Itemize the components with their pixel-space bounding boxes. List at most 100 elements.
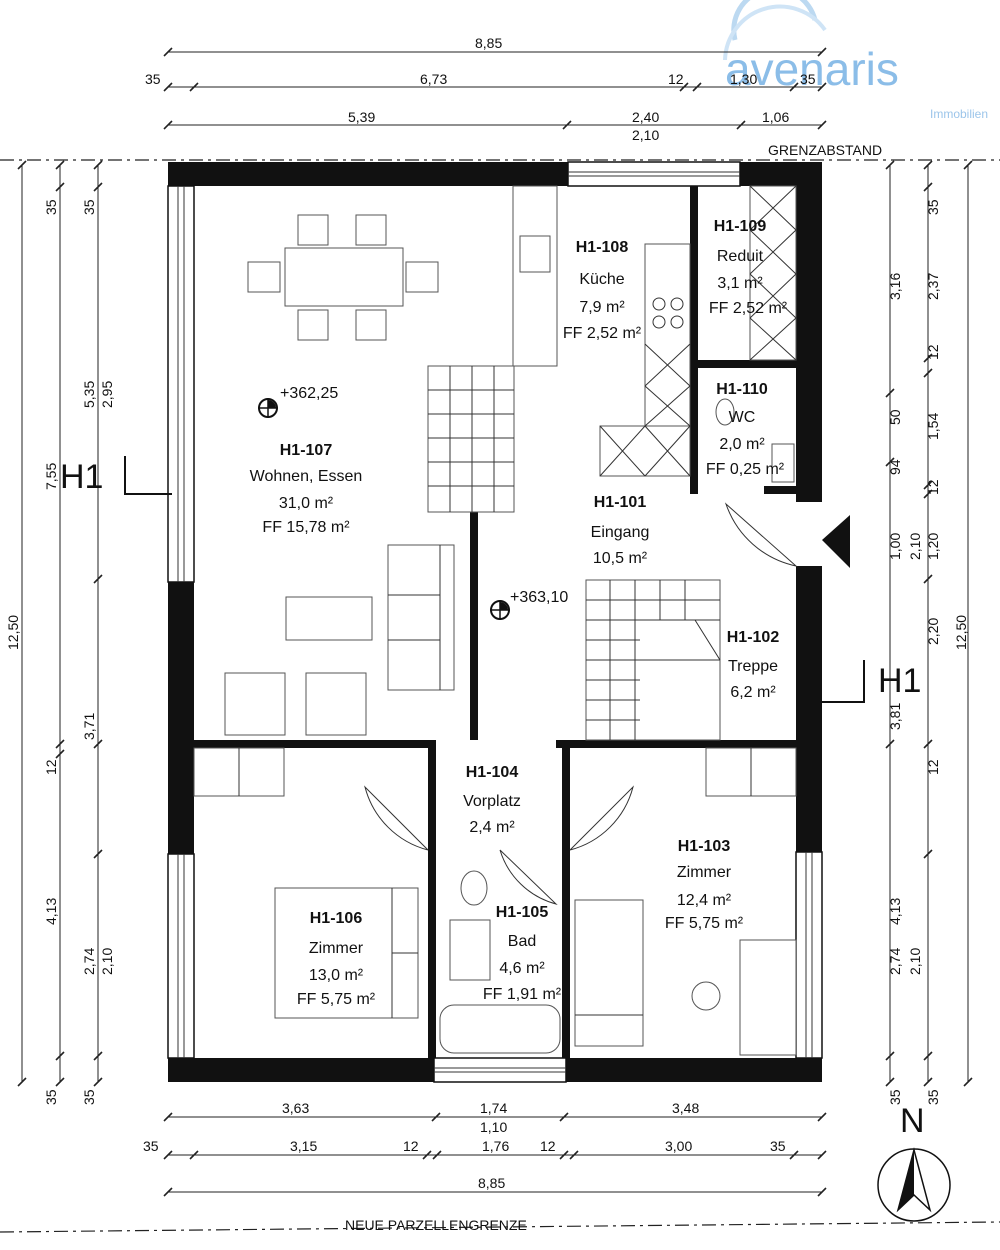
dim-left-c3-1: 5,35 (81, 381, 97, 408)
dim-bottom-r2-2: 12 (403, 1138, 419, 1154)
dim-right-c3-6: 1,00 (887, 533, 903, 560)
parzelle-label: NEUE PARZELLENGRENZE (345, 1217, 527, 1233)
dim-bottom-r1-2: 3,48 (672, 1100, 699, 1116)
dim-right-c3-8: 1,20 (925, 533, 941, 560)
room-area: 31,0 m² (279, 495, 334, 512)
room-area: 2,0 m² (719, 436, 765, 453)
room-name: WC (729, 409, 756, 426)
dim-bottom-r2-0: 35 (143, 1138, 159, 1154)
room-area: 4,6 m² (499, 960, 545, 977)
dimensions-top: 8,85 35 6,73 12 1,30 35 5,39 2,40 1,06 2… (145, 35, 827, 143)
dim-right-c2-1: 94 (887, 459, 903, 475)
dimensions-right: 3,16 94 3,81 4,13 35 35 2,37 12 50 1,54 … (885, 160, 973, 1105)
room-name: Zimmer (677, 864, 732, 881)
north-label: N (900, 1102, 925, 1140)
entrance-arrow-icon (822, 515, 850, 568)
room-label-h1-103: H1-103 Zimmer 12,4 m² FF 5,75 m² (665, 838, 744, 932)
north-arrow: N (877, 1102, 951, 1222)
level-marker-2: +363,10 (490, 589, 568, 620)
room-ff: FF 15,78 m² (262, 519, 350, 536)
room-area: 13,0 m² (309, 967, 364, 984)
boundary-line-bottom (0, 1221, 1000, 1233)
dim-left-c3-3: 3,71 (81, 713, 97, 740)
room-id: H1-107 (280, 442, 333, 459)
room-label-h1-106: H1-106 Zimmer 13,0 m² FF 5,75 m² (297, 910, 376, 1008)
dim-top-r3-1: 2,40 (632, 109, 659, 125)
logo: avenaris Immobilien (723, 0, 988, 121)
dim-bottom-r2-3: 1,76 (482, 1138, 509, 1154)
dim-left-c2-0: 35 (43, 199, 59, 215)
room-label-h1-105: H1-105 Bad 4,6 m² FF 1,91 m² (483, 904, 562, 1003)
kitchen-counter (512, 185, 691, 477)
dim-right-c3-12: 2,10 (907, 948, 923, 975)
dimensions-left: 12,50 35 7,55 12 4,13 35 35 5,35 2,95 3,… (5, 160, 115, 1105)
dim-right-c3-5: 12 (925, 479, 941, 495)
dim-left-c3-6: 35 (81, 1089, 97, 1105)
room-label-h1-110: H1-110 WC 2,0 m² FF 0,25 m² (706, 381, 785, 478)
dimensions-bottom: 3,63 1,74 3,48 1,10 35 3,15 12 1,76 12 3… (143, 1100, 827, 1197)
dim-right-c3-3: 50 (887, 409, 903, 425)
room-id: H1-105 (496, 904, 549, 921)
dim-bottom-r1b: 1,10 (480, 1119, 507, 1135)
room-name: Treppe (728, 658, 778, 675)
dim-right-c3-0: 35 (925, 199, 941, 215)
section-marker-right: H1 (820, 660, 921, 703)
dim-top-r2-4: 35 (800, 71, 816, 87)
section-label-left: H1 (60, 458, 103, 496)
dim-bottom-r1-1: 1,74 (480, 1100, 507, 1116)
bedroom-right-furniture (574, 747, 797, 1056)
dim-left-c3-4: 2,74 (81, 948, 97, 975)
dim-bottom-r1-0: 3,63 (282, 1100, 309, 1116)
dim-top-r2-1: 6,73 (420, 71, 447, 87)
dim-right-c3-10: 12 (925, 759, 941, 775)
dim-left-c3-2: 2,95 (99, 381, 115, 408)
room-label-h1-107: H1-107 Wohnen, Essen 31,0 m² FF 15,78 m² (250, 442, 363, 536)
dim-right-c3-11: 2,74 (887, 948, 903, 975)
dim-left-overall: 12,50 (5, 615, 21, 650)
dim-left-c3-5: 2,10 (99, 948, 115, 975)
room-label-h1-101: H1-101 Eingang 10,5 m² (591, 494, 650, 567)
bedroom-left-furniture (193, 747, 419, 1019)
dim-top-r3-0: 5,39 (348, 109, 375, 125)
dim-right-c3-1: 2,37 (925, 273, 941, 300)
dim-left-c2-1: 7,55 (43, 463, 59, 490)
dim-right-c3-9: 2,20 (925, 618, 941, 645)
room-ff: FF 1,91 m² (483, 986, 562, 1003)
grenzabstand-label: GRENZABSTAND (768, 142, 882, 158)
dining-table (247, 214, 439, 341)
room-ff: FF 5,75 m² (297, 991, 376, 1008)
section-label-right: H1 (878, 662, 921, 700)
room-id: H1-110 (716, 381, 768, 398)
level-2-text: +363,10 (510, 589, 568, 606)
dim-left-c2-3: 4,13 (43, 898, 59, 925)
dim-left-c3-0: 35 (81, 199, 97, 215)
room-name: Wohnen, Essen (250, 468, 363, 485)
room-name: Vorplatz (463, 793, 521, 810)
dim-right-c3-2: 12 (925, 344, 941, 360)
wc-fixtures (715, 398, 795, 483)
dim-bottom-r2-1: 3,15 (290, 1138, 317, 1154)
dim-right-c2-2: 3,81 (887, 703, 903, 730)
room-area: 10,5 m² (593, 550, 648, 567)
main-stairs (585, 579, 721, 741)
dim-right-overall: 12,50 (953, 615, 969, 650)
dim-top-overall: 8,85 (475, 35, 502, 51)
reduit-shelf (749, 185, 797, 361)
room-area: 7,9 m² (579, 299, 625, 316)
dim-bottom-r2-4: 12 (540, 1138, 556, 1154)
dim-right-c2-3: 4,13 (887, 898, 903, 925)
room-id: H1-109 (714, 218, 767, 235)
dim-bottom-r2-6: 35 (770, 1138, 786, 1154)
living-furniture (224, 544, 455, 736)
room-name: Reduit (717, 248, 764, 265)
dim-bottom-r2-5: 3,00 (665, 1138, 692, 1154)
room-label-h1-109: H1-109 Reduit 3,1 m² FF 2,52 m² (709, 218, 788, 317)
dim-bottom-overall: 8,85 (478, 1175, 505, 1191)
room-ff: FF 0,25 m² (706, 461, 785, 478)
level-marker-1: +362,25 (258, 385, 338, 418)
section-marker-left: H1 (60, 456, 172, 496)
room-name: Eingang (591, 524, 650, 541)
dim-left-c2-2: 12 (43, 759, 59, 775)
room-id: H1-106 (310, 910, 363, 927)
